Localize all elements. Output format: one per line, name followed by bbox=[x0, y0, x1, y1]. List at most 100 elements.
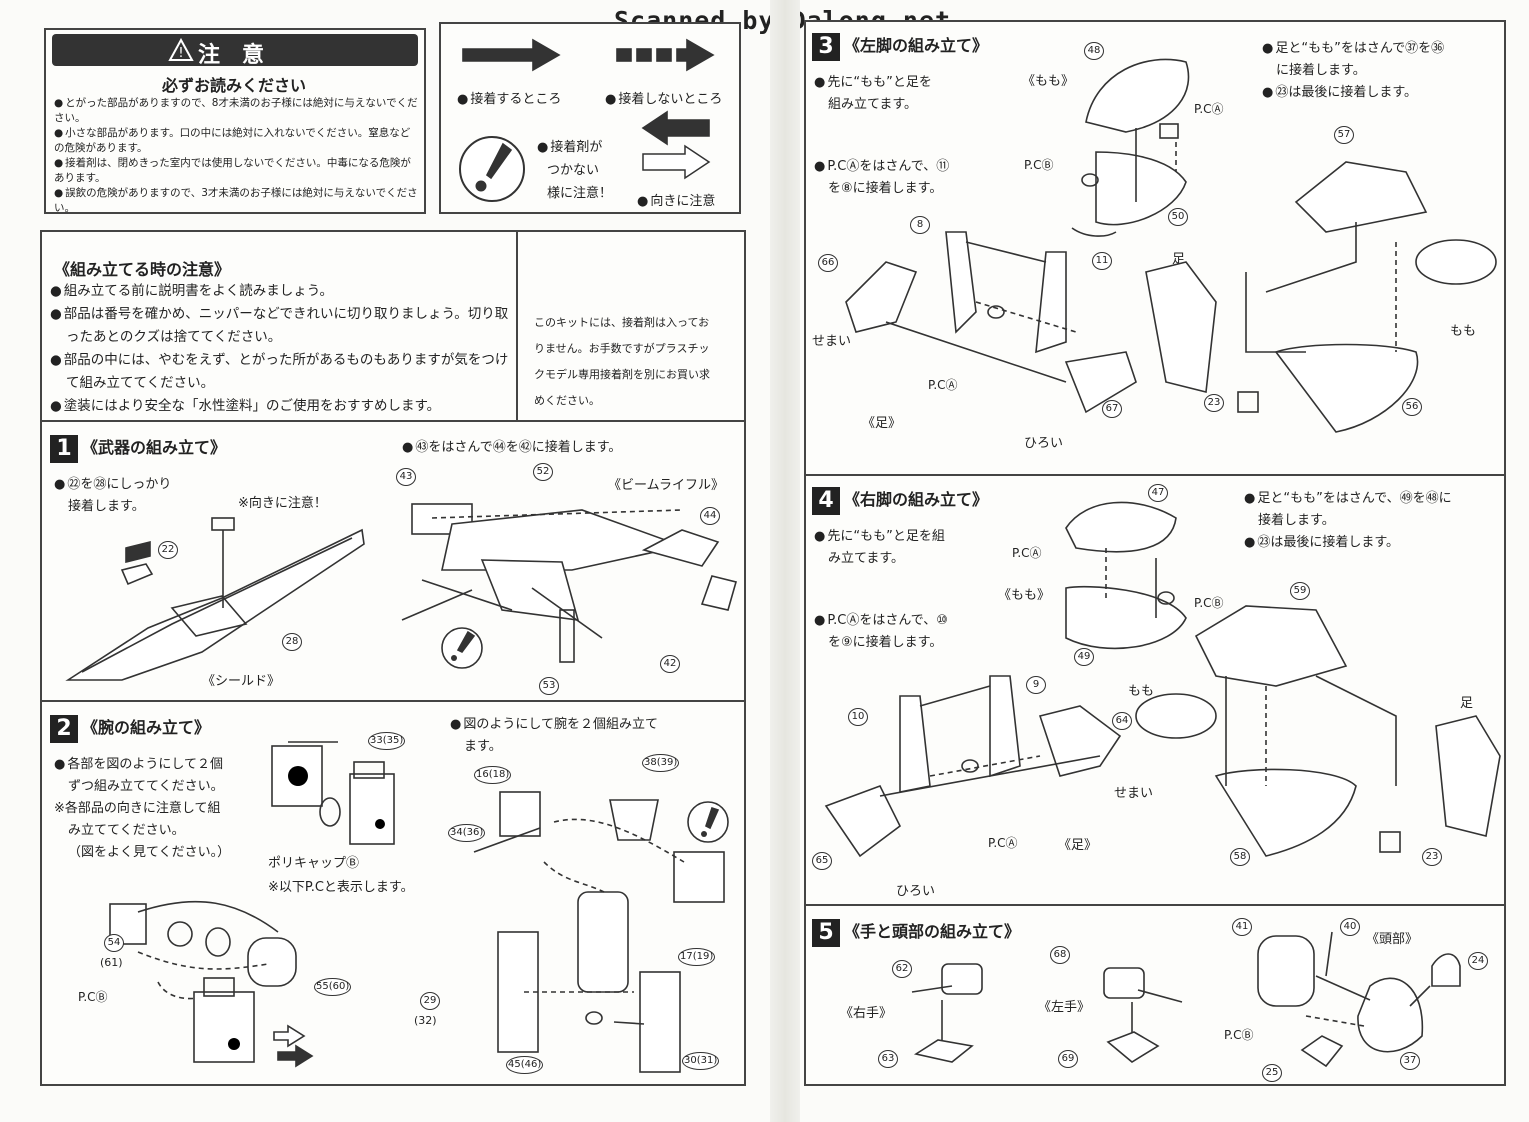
part-54: 54 bbox=[104, 934, 124, 952]
part-63: 63 bbox=[878, 1050, 898, 1068]
legend-glue: 接着するところ bbox=[457, 88, 561, 107]
part-38-39: 38(39) bbox=[642, 754, 680, 772]
beam-rifle-label: 《ビームライフル》 bbox=[608, 478, 724, 493]
part-65: 65 bbox=[812, 852, 832, 870]
part-43: 43 bbox=[396, 468, 416, 486]
part-61: (61) bbox=[100, 956, 123, 969]
part-58: 58 bbox=[1230, 848, 1250, 866]
legend-box: 接着するところ 接着しないところ 接着剤が つかない 様に注意！ 向きに注意 bbox=[439, 22, 741, 214]
pc-b-upper: P.CⒷ bbox=[1024, 158, 1054, 172]
step1-note2: ㊸をはさんで㊹を㊷に接着します。 bbox=[402, 436, 621, 455]
step2-box: 2《腕の組み立て》 各部を図のようにして２個 ずつ組み立ててください。 ※各部品… bbox=[40, 700, 746, 1086]
part-59: 59 bbox=[1290, 582, 1310, 600]
direction-arrows-icon bbox=[641, 110, 711, 180]
step3-thigh-label: 《もも》 bbox=[1022, 74, 1075, 89]
left-hand-diagram bbox=[1103, 967, 1183, 1063]
right-leg-assembly-diagram bbox=[1135, 605, 1501, 857]
caution-header bbox=[52, 34, 418, 66]
part-42: 42 bbox=[660, 655, 680, 673]
part-52: 52 bbox=[533, 463, 553, 481]
part-56: 56 bbox=[1402, 398, 1422, 416]
step4-thigh-tag: もも bbox=[1128, 684, 1155, 699]
step3-title: 3《左脚の組み立て》 bbox=[812, 32, 988, 61]
caution-box: ! 注 意 必ずお読みください とがった部品がありますので、8才未満のお子様には… bbox=[44, 28, 426, 214]
right-hand-diagram bbox=[911, 963, 983, 1063]
right-foot-diagram bbox=[824, 675, 1122, 858]
caution-title: 注 意 bbox=[198, 43, 265, 68]
part-50: 50 bbox=[1168, 208, 1188, 226]
part-25: 25 bbox=[1262, 1064, 1282, 1082]
part-10: 10 bbox=[848, 708, 868, 726]
step3-number: 3 bbox=[812, 32, 840, 61]
step4-wide-label: ひろい bbox=[896, 884, 936, 899]
pc-b-head: P.CⒷ bbox=[1224, 1028, 1254, 1042]
part-9: 9 bbox=[1026, 676, 1046, 694]
part-62: 62 bbox=[892, 960, 912, 978]
pc-a-lower-r: P.CⒶ bbox=[988, 836, 1018, 850]
glue-side-note: このキットには、接着剤は入ってお りません。お手数ですがプラスチッ クモデル専用… bbox=[534, 316, 710, 407]
step5-title: 5《手と頭部の組み立て》 bbox=[812, 918, 1020, 947]
pc-a-lower: P.CⒶ bbox=[928, 378, 958, 392]
step4-thigh-label: 《もも》 bbox=[998, 588, 1051, 603]
head-label: 《頭部》 bbox=[1366, 932, 1419, 947]
assembly-notes-list: 組み立てる前に説明書をよく読みましょう。 部品は番号を確かめ、ニッパーなどできれ… bbox=[50, 280, 516, 418]
notes-divider bbox=[516, 232, 518, 420]
part-16-18: 16(18) bbox=[474, 766, 512, 784]
step4-narrow-label: せまい bbox=[1114, 786, 1154, 801]
shield-label: 《シールド》 bbox=[202, 674, 281, 689]
part-23: 23 bbox=[1204, 394, 1224, 412]
step1-note1: ㉒を㉘にしっかり 接着します。 bbox=[54, 474, 171, 518]
step4-note3: 足と“もも”をはさんで、㊾を㊽に 接着します。 ㉓は最後に接着します。 bbox=[1244, 488, 1452, 554]
part-68: 68 bbox=[1050, 946, 1070, 964]
no-glue-warning-icon bbox=[459, 136, 525, 202]
left-foot-diagram bbox=[845, 231, 1137, 414]
step3-note2: P.CⒶをはさんで、⑪ を⑧に接着します。 bbox=[814, 156, 949, 200]
assembly-notes-title: 《組み立てる時の注意》 bbox=[54, 260, 231, 279]
step4-box: 4《右脚の組み立て》 先に“もも”と足を組 み立てます。 P.CⒶをはさんで、⑩… bbox=[804, 474, 1506, 906]
polycap-b-label: P.CⒷ bbox=[78, 990, 108, 1004]
step3-narrow-label: せまい bbox=[812, 334, 852, 349]
assembly-note: 部品は番号を確かめ、ニッパーなどできれいに切り取りましょう。切り取ったあとのクズ… bbox=[50, 303, 516, 349]
part-33-35: 33(35) bbox=[368, 732, 406, 750]
step2-notes: 各部を図のようにして２個 ずつ組み立ててください。 ※各部品の向きに注意して組 … bbox=[54, 754, 230, 864]
part-67: 67 bbox=[1102, 400, 1122, 418]
caution-item: 誤飲の危険がありますので、3才未満のお子様には絶対に与えないでください。 bbox=[54, 186, 420, 216]
step4-note1: 先に“もも”と足を組 み立てます。 bbox=[814, 526, 945, 570]
part-17-19: 17(19) bbox=[678, 948, 716, 966]
step4-foot-label: 《足》 bbox=[1058, 838, 1098, 853]
step3-note1: 先に“もも”と足を 組み立てます。 bbox=[814, 72, 932, 116]
part-34-36: 34(36) bbox=[448, 824, 486, 842]
part-29: 29 bbox=[420, 992, 440, 1010]
part-49: 49 bbox=[1074, 648, 1094, 666]
legend-direction: 向きに注意 bbox=[637, 190, 715, 209]
step2-number: 2 bbox=[50, 714, 78, 743]
upper-arm-diagram bbox=[271, 741, 395, 845]
caution-item: 接着剤は、閉めきった室内では使用しないでください。中毒になる危険があります。 bbox=[54, 156, 420, 186]
part-57: 57 bbox=[1334, 126, 1354, 144]
step3-wide-label: ひろい bbox=[1024, 436, 1064, 451]
part-55-60: 55(60) bbox=[314, 978, 352, 996]
polycap-note: ※以下P.Cと表示します。 bbox=[268, 880, 414, 895]
warning-triangle-icon: ! bbox=[168, 37, 194, 62]
part-24: 24 bbox=[1468, 952, 1488, 970]
part-23-r: 23 bbox=[1422, 848, 1442, 866]
assembly-note: 塗装にはより安全な「水性塗料」のご使用をおすすめします。 bbox=[50, 395, 516, 418]
part-69: 69 bbox=[1058, 1050, 1078, 1068]
right-hand-label: 《右手》 bbox=[840, 1006, 893, 1021]
part-64: 64 bbox=[1112, 712, 1132, 730]
part-22: 22 bbox=[158, 541, 178, 559]
legend-no-glue: 接着しないところ bbox=[605, 88, 722, 107]
part-11: 11 bbox=[1092, 252, 1112, 270]
step4-number: 4 bbox=[812, 486, 840, 515]
step1-box: 1《武器の組み立て》 ㉒を㉘にしっかり 接着します。 ※向きに注意！ ㊸をはさん… bbox=[40, 420, 746, 702]
svg-text:!: ! bbox=[178, 46, 183, 61]
legend-warn: 接着剤が つかない 様に注意！ bbox=[537, 136, 612, 205]
pc-b-upper-r: P.CⒷ bbox=[1194, 596, 1224, 610]
dashed-arrow-icon bbox=[616, 38, 715, 72]
right-thigh-diagram bbox=[1065, 501, 1187, 650]
pc-a-upper: P.CⒶ bbox=[1194, 102, 1224, 116]
assembly-notes-box: 《組み立てる時の注意》 組み立てる前に説明書をよく読みましょう。 部品は番号を確… bbox=[40, 230, 746, 422]
step5-number: 5 bbox=[812, 918, 840, 947]
left-leg-assembly-diagram bbox=[1145, 161, 1497, 433]
step4-foot-tag: 足 bbox=[1460, 696, 1474, 711]
